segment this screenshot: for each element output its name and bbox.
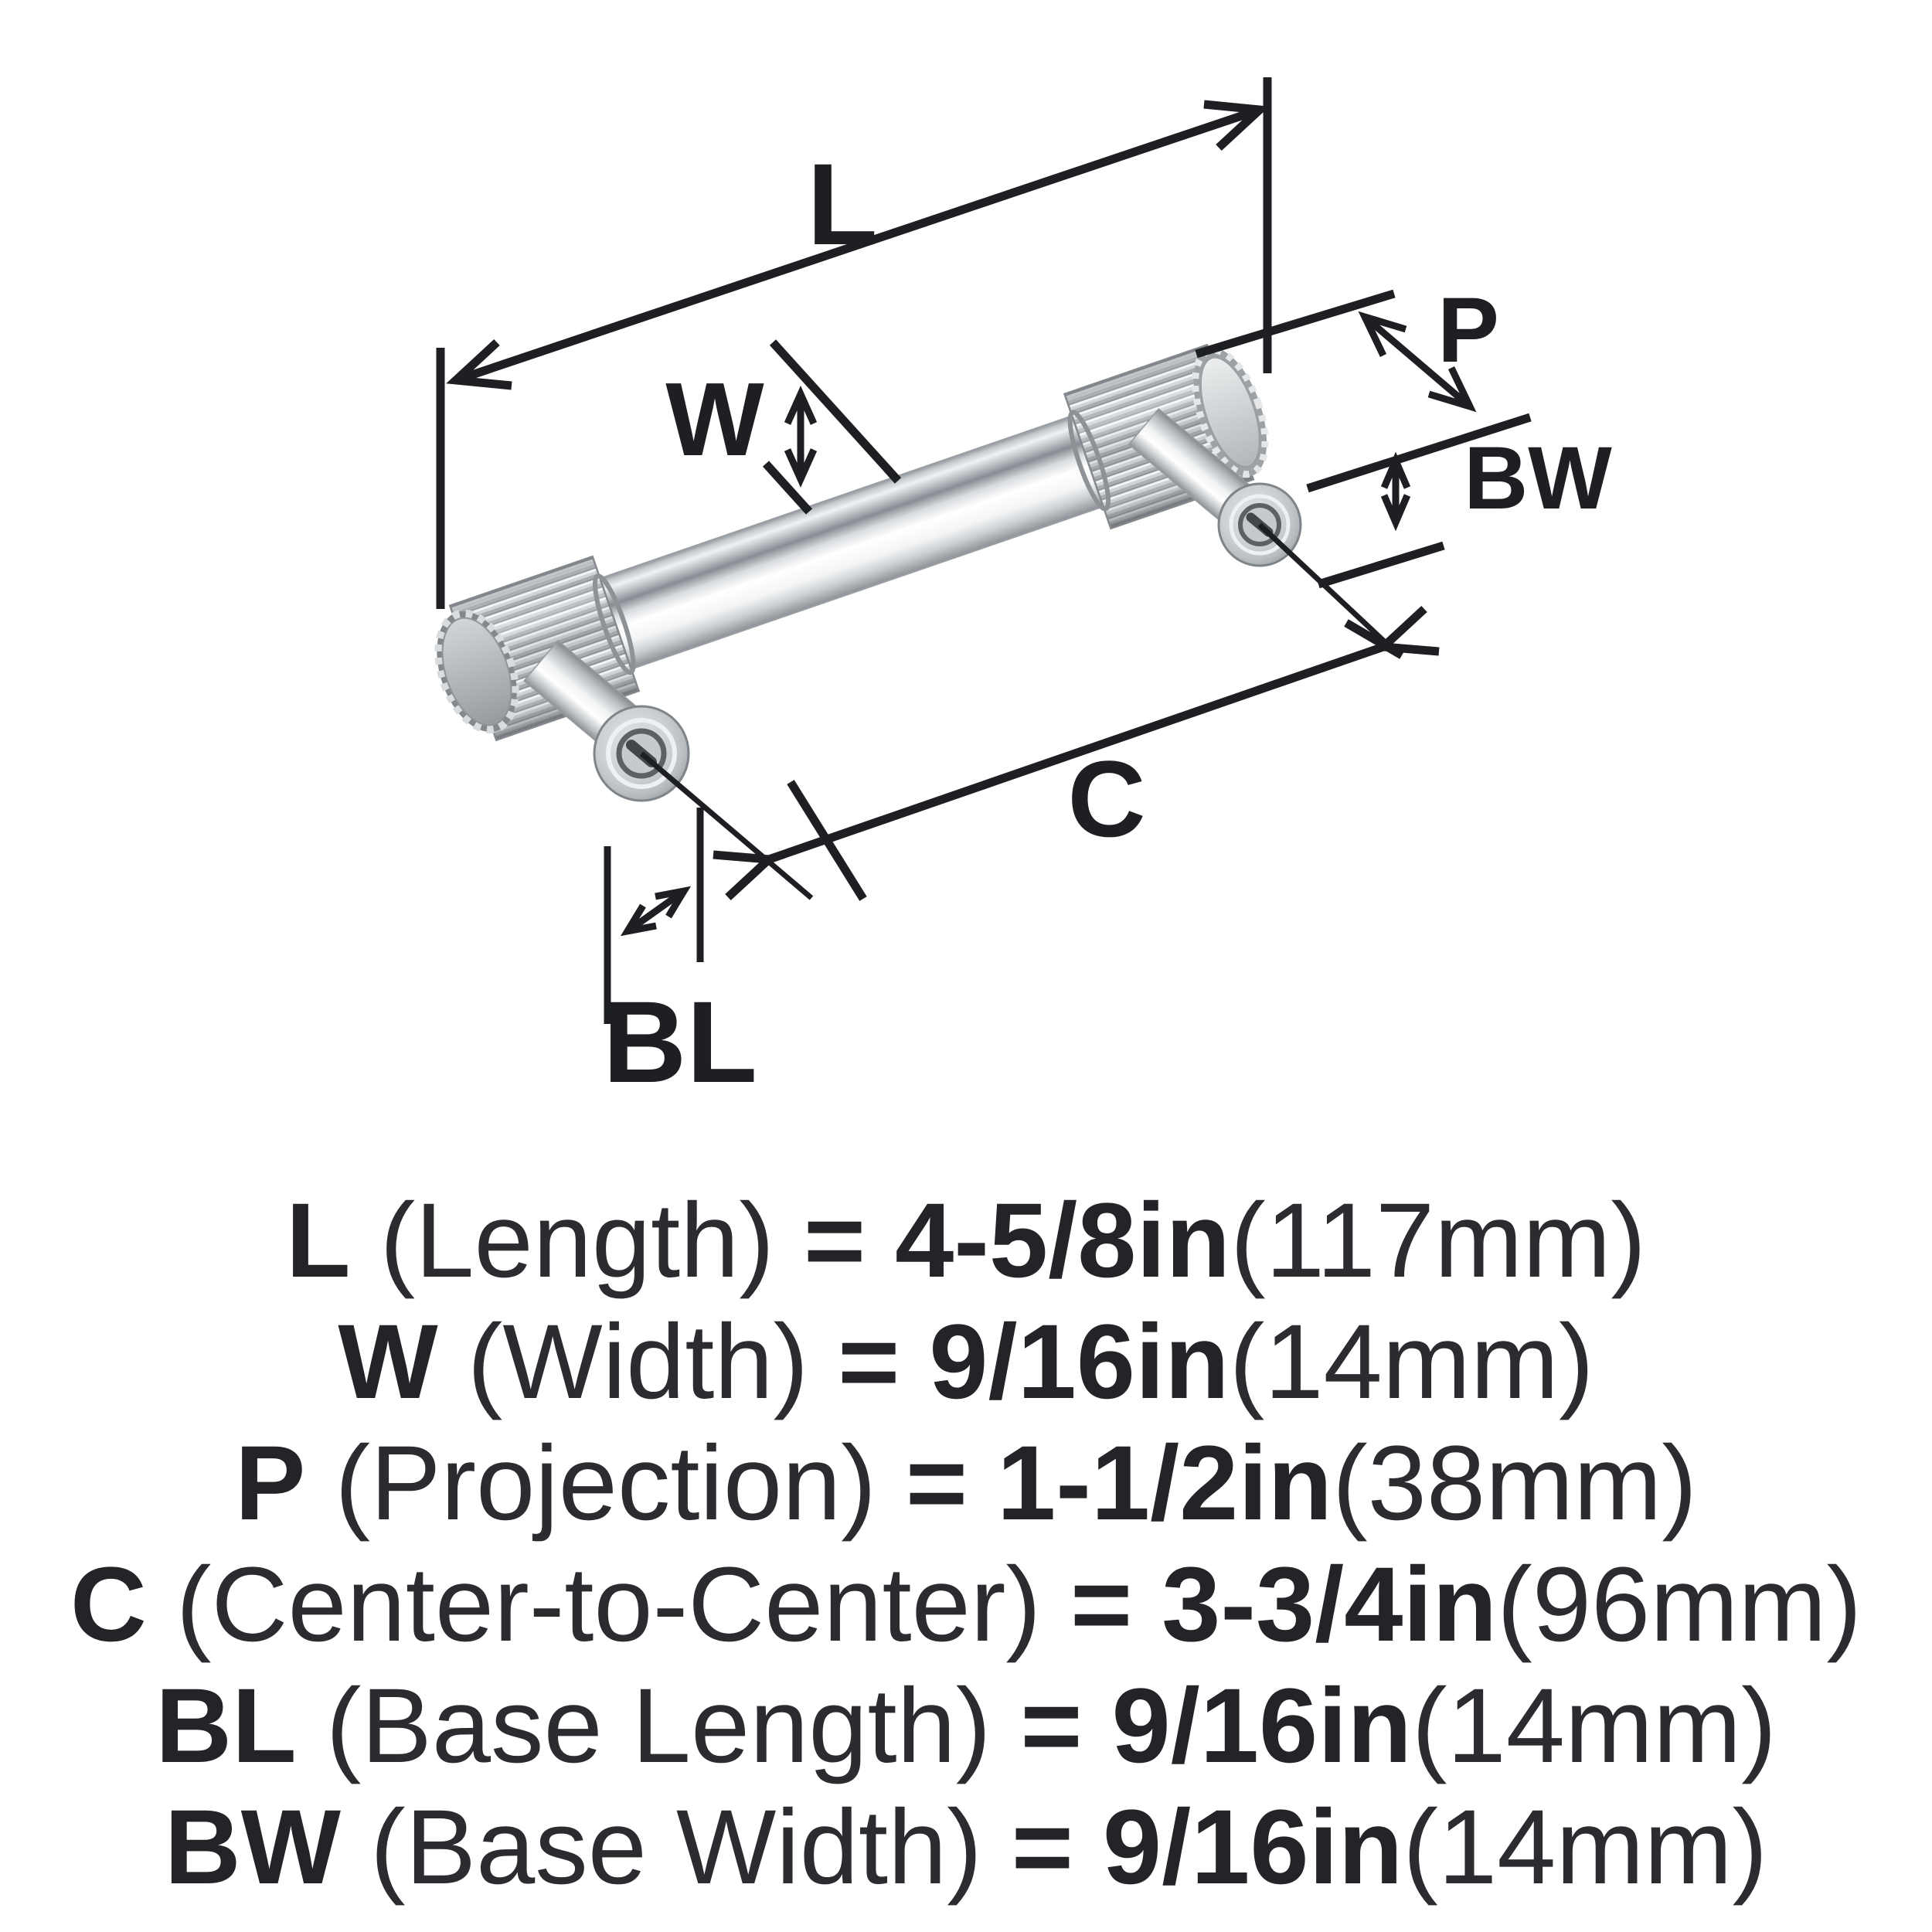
p-arrowhead-bottom	[1427, 366, 1477, 413]
dimension-BW: BW	[1317, 429, 1612, 589]
spec-row-projection: P (Projection) = 1-1/2in(38mm)	[235, 1424, 1697, 1543]
right-screw-axis-line	[1257, 522, 1395, 651]
left-collar-ring	[593, 573, 636, 675]
dimension-L: L	[436, 77, 1272, 609]
left-screw-axis-line	[639, 751, 814, 900]
label-BW: BW	[1464, 429, 1612, 528]
label-W: W	[665, 361, 764, 478]
label-BL: BL	[603, 977, 757, 1107]
dimension-annotations: L W P BW	[436, 77, 1612, 1107]
bw-extension-lower	[1317, 541, 1445, 589]
label-L: L	[807, 139, 878, 269]
l-arrowhead-right	[1203, 100, 1270, 151]
bw-arrowhead-bottom	[1380, 494, 1411, 532]
bw-arrowhead-top	[1380, 451, 1411, 489]
right-collar-ring	[1067, 410, 1111, 512]
c-arrowhead-left	[713, 850, 779, 901]
l-arrow-line	[454, 105, 1261, 385]
p-extension-upper	[1195, 289, 1396, 359]
c-arrowhead-right	[1373, 605, 1440, 656]
w-arrowhead-top	[784, 385, 818, 425]
spec-row-base-width: BW (Base Width) = 9/16in(14mm)	[165, 1788, 1767, 1906]
spec-row-width: W (Width) = 9/16in(14mm)	[338, 1303, 1594, 1421]
dimension-BL: BL	[603, 808, 757, 1107]
p-arrow-line	[1362, 314, 1472, 410]
dimension-P: P	[1195, 278, 1532, 493]
w-tick-lower	[762, 461, 813, 515]
l-arrowhead-left	[446, 338, 512, 390]
bl-arrow-line	[625, 888, 686, 934]
dimension-W: W	[665, 339, 902, 515]
w-arrowhead-bottom	[784, 448, 818, 488]
handle-body	[434, 343, 1269, 742]
p-arrowhead-top	[1358, 311, 1407, 357]
pull-handle-illustration	[434, 343, 1395, 900]
bl-arrowhead-right	[655, 886, 692, 919]
p-extension-lower	[1306, 413, 1532, 493]
bl-arrowhead-left	[620, 903, 657, 937]
spec-row-length: L (Length) = 4-5/8in(117mm)	[286, 1182, 1646, 1300]
dimension-C: C	[713, 605, 1440, 901]
label-C: C	[1067, 738, 1145, 859]
label-P: P	[1437, 278, 1499, 382]
w-tick-upper	[769, 339, 902, 484]
c-arrow-line	[767, 642, 1385, 864]
spec-list: L (Length) = 4-5/8in(117mm) W (Width) = …	[70, 1182, 1862, 1906]
spec-row-center-to-center: C (Center-to-Center) = 3-3/4in(96mm)	[70, 1546, 1862, 1664]
spec-row-base-length: BL (Base Length) = 9/16in(14mm)	[155, 1667, 1777, 1785]
